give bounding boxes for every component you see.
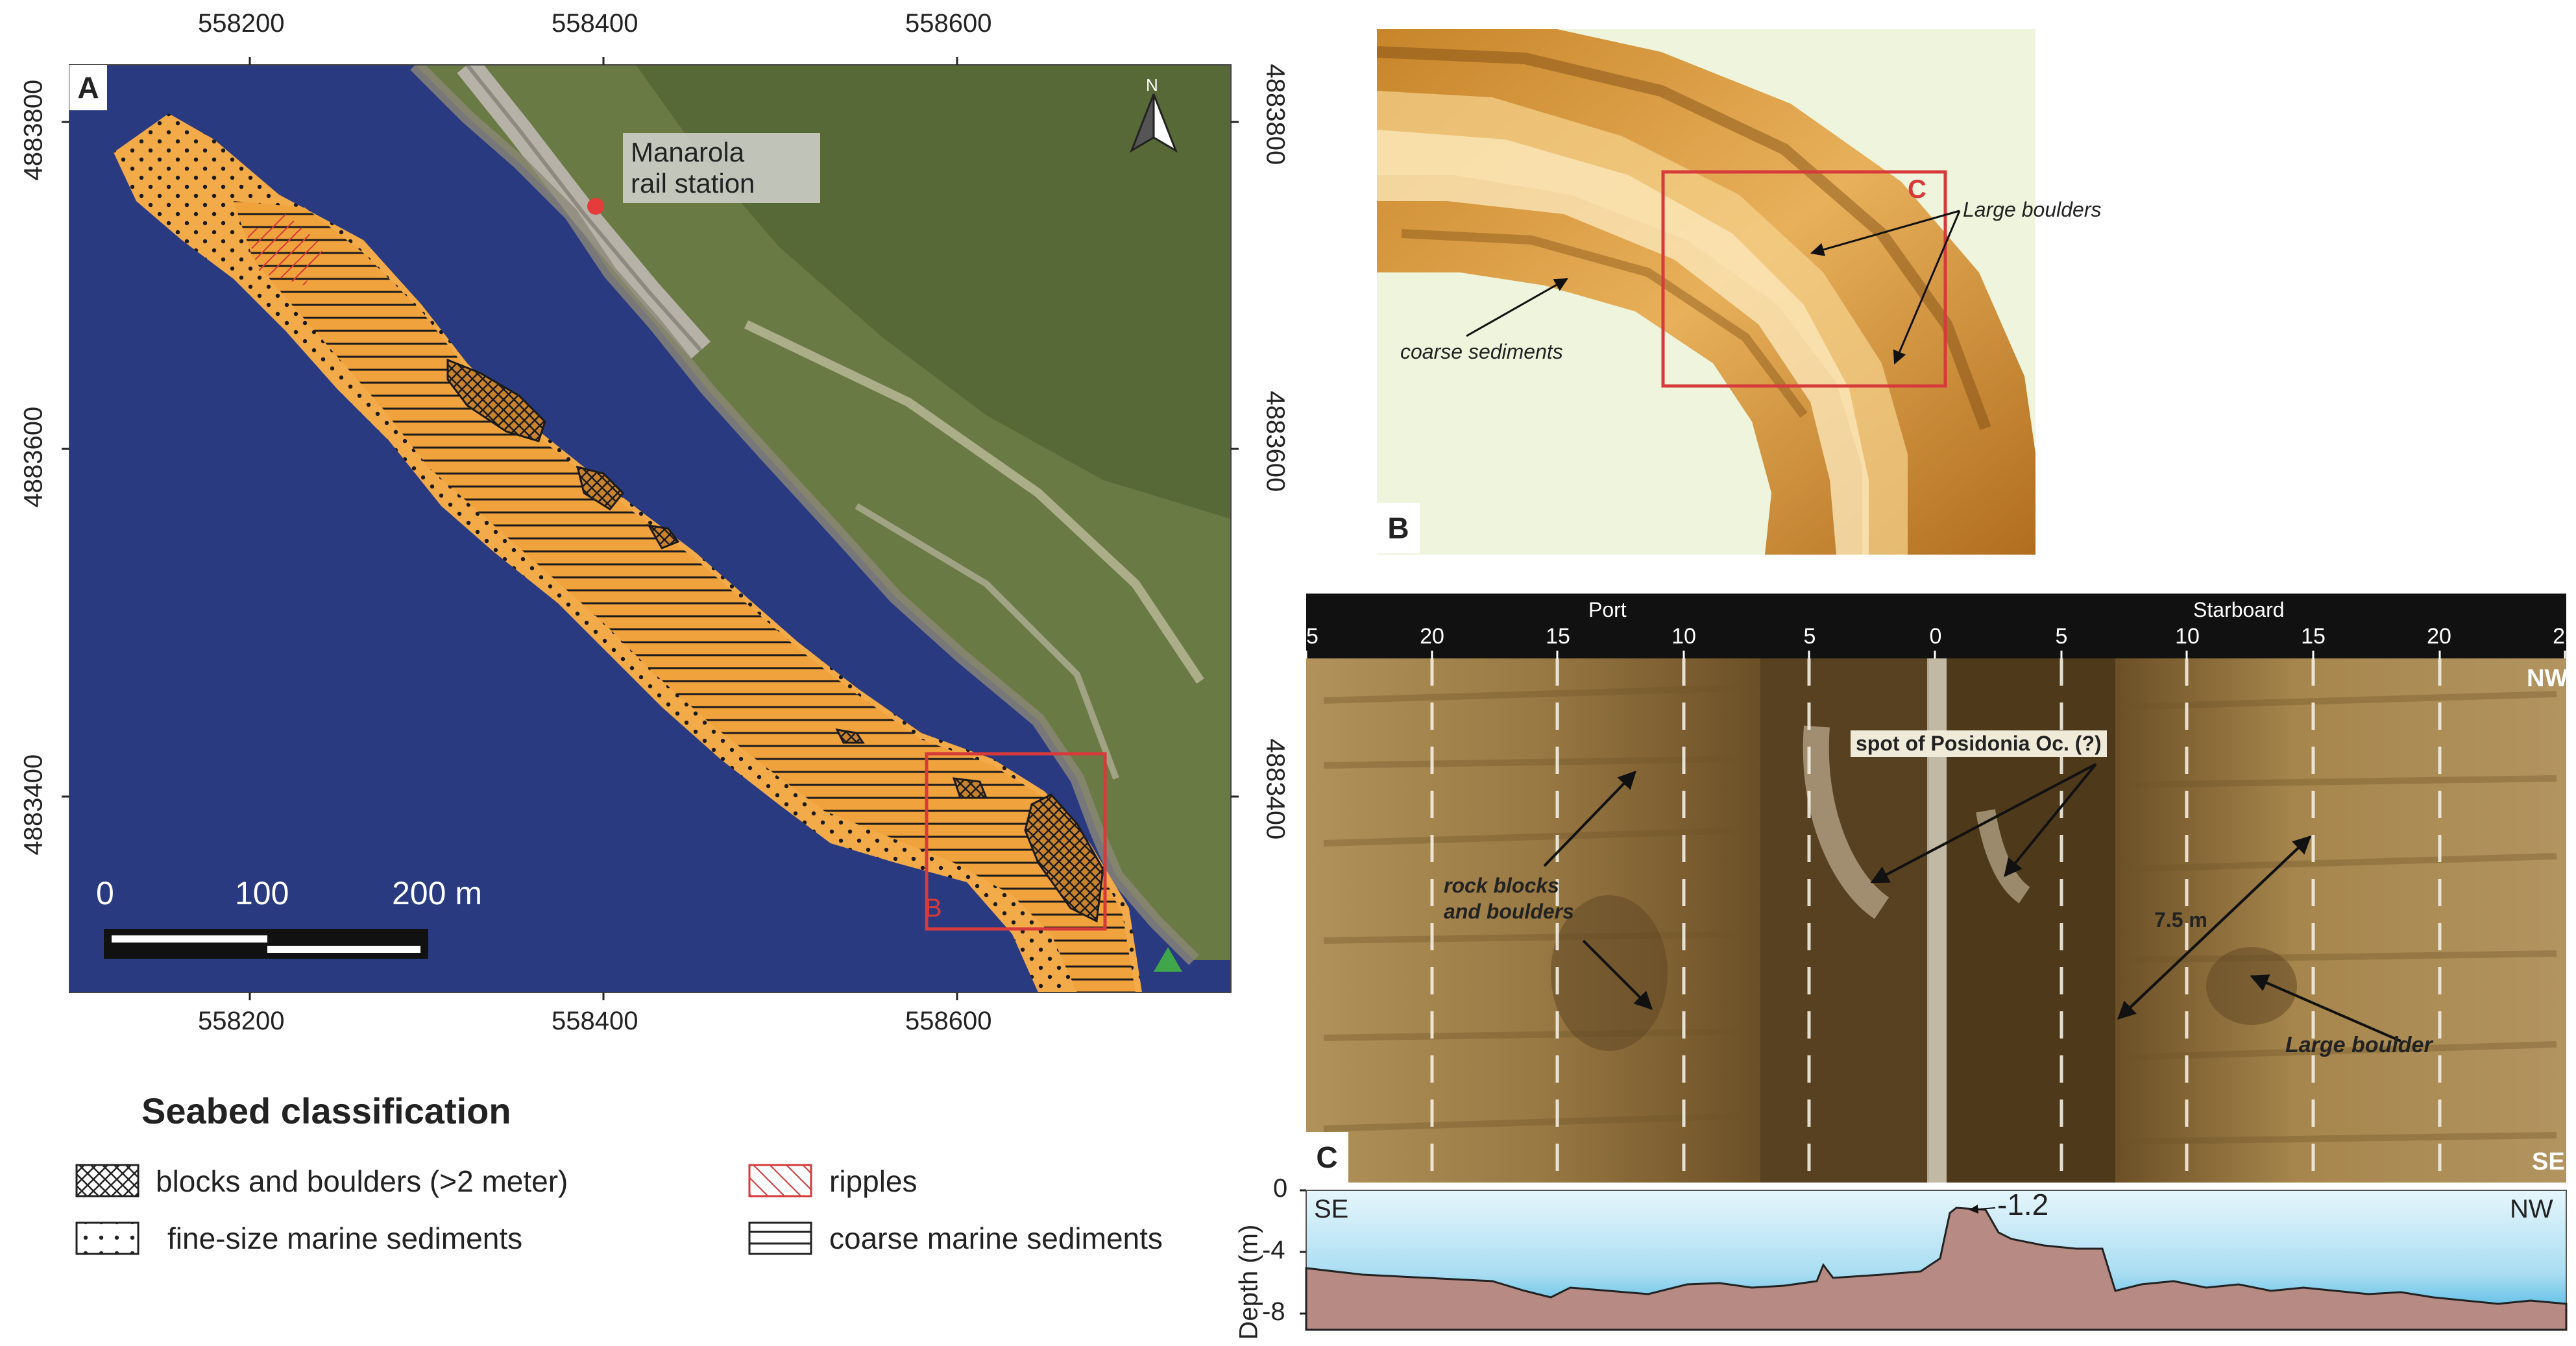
legend-swatch-fine (75, 1221, 140, 1255)
legend-label-boulders: blocks and boulders (>2 meter) (156, 1164, 568, 1198)
scale-label-100: 100 (235, 875, 289, 911)
annotation-coarse-sediments: coarse sediments (1400, 340, 1563, 363)
sidescan-tick-10: 25 (2553, 624, 2576, 649)
x-tick-2: 558400 (552, 9, 638, 38)
corner-se: SE (2532, 1148, 2565, 1175)
sidescan-tick-7: 10 (2175, 624, 2200, 649)
panel-b-3d-view (1377, 29, 2035, 555)
legend-swatch-ripples (748, 1164, 812, 1197)
profile-label-se: SE (1314, 1195, 1349, 1223)
annotation-large-boulder: Large boulder (2285, 1033, 2433, 1057)
station-marker (587, 198, 604, 215)
corner-nw: NW (2527, 665, 2568, 692)
y-tick-left-1: 4883800 (19, 79, 48, 181)
sidescan-tick-3: 10 (1671, 624, 1696, 649)
inset-c-frame (1661, 170, 1947, 388)
profile-label-nw: NW (2510, 1195, 2553, 1223)
profile-y-tick-0: 0 (1273, 1174, 1288, 1203)
legend-label-ripples: ripples (829, 1164, 917, 1198)
profile-peak-label: -1.2 (1997, 1188, 2049, 1221)
x-tick-bottom-1: 558200 (198, 1007, 285, 1035)
map-ticks (62, 57, 1239, 1000)
boulder-zone-4 (835, 728, 865, 744)
y-tick-right-3: 4883400 (1261, 738, 1290, 840)
annotation-large-boulders: Large boulders (1963, 198, 2102, 221)
sidescan-tick-4: 5 (1803, 624, 1816, 649)
boulder-zone-6 (1024, 793, 1104, 923)
north-arrow-icon (1130, 93, 1178, 153)
annotation-posidonia: spot of Posidonia Oc. (?) (1851, 730, 2107, 757)
y-tick-left-3: 4883400 (19, 754, 48, 856)
panel-c-letter: C (1306, 1132, 1348, 1183)
sidescan-tick-9: 20 (2427, 624, 2451, 649)
sidescan-tick-1: 20 (1420, 624, 1444, 649)
x-tick-bottom-3: 558600 (905, 1007, 992, 1035)
depth-profile (1300, 1189, 2568, 1331)
boulder-zone-1 (446, 358, 546, 442)
station-label-line2: rail station (631, 168, 755, 198)
boulder-zone-3 (647, 524, 680, 549)
y-tick-right-2: 4883600 (1261, 391, 1290, 492)
station-label: Manarola rail station (623, 133, 820, 203)
landmark-triangle (1154, 947, 1182, 972)
profile-y-tick-8: -8 (1262, 1297, 1285, 1326)
scale-bar (104, 929, 428, 959)
x-tick-bottom-2: 558400 (552, 1007, 638, 1035)
panel-c-sidescan (1305, 594, 2566, 1183)
sidescan-tick-0: 25 (1294, 624, 1318, 649)
port-label: Port (1588, 598, 1627, 621)
legend-label-coarse: coarse marine sediments (829, 1221, 1163, 1255)
panel-b-letter: B (1377, 503, 1420, 553)
x-tick-3: 558600 (905, 9, 992, 38)
sidescan-tick-2: 15 (1546, 624, 1570, 649)
x-tick-1: 558200 (198, 9, 285, 38)
panel-a-map (69, 65, 1231, 992)
sidescan-tick-5: 0 (1929, 624, 1942, 649)
inset-c-label: C (1908, 175, 1926, 204)
annotation-rock-line2: and boulders (1444, 900, 1574, 923)
annotation-distance: 7.5 m (2154, 908, 2207, 931)
annotation-rock-line1: rock blocks (1444, 874, 1559, 897)
profile-ylabel: Depth (m) (1234, 1224, 1263, 1340)
legend-swatch-coarse (748, 1221, 812, 1255)
y-tick-right-1: 4883800 (1261, 64, 1290, 165)
legend-title: Seabed classification (141, 1090, 511, 1131)
y-tick-left-2: 4883600 (19, 406, 48, 508)
north-label: N (1146, 75, 1158, 95)
starboard-label: Starboard (2193, 598, 2285, 621)
scale-label-0: 0 (96, 875, 114, 911)
inset-b-label: B (925, 894, 942, 922)
ripples-zone (247, 214, 324, 285)
profile-y-tick-4: -4 (1262, 1236, 1285, 1264)
scale-label-200: 200 m (392, 875, 482, 911)
inset-b-frame (925, 752, 1107, 931)
seabed-profile (1305, 1207, 2568, 1331)
panel-a-letter: A (69, 65, 107, 110)
legend-label-fine: fine-size marine sediments (167, 1221, 523, 1255)
annotation-rock-blocks: rock blocks and boulders (1444, 872, 1574, 924)
boulder-zone-2 (576, 465, 625, 511)
legend-swatch-boulders (75, 1164, 140, 1197)
station-label-line1: Manarola (631, 137, 745, 167)
sidescan-tick-6: 5 (2055, 624, 2068, 649)
sidescan-header (1306, 594, 2566, 658)
legend-swatches (75, 1164, 812, 1255)
coarse-sediment-zone (234, 201, 1136, 992)
sidescan-tick-8: 15 (2301, 624, 2326, 649)
boulder-zone-5 (952, 777, 988, 799)
